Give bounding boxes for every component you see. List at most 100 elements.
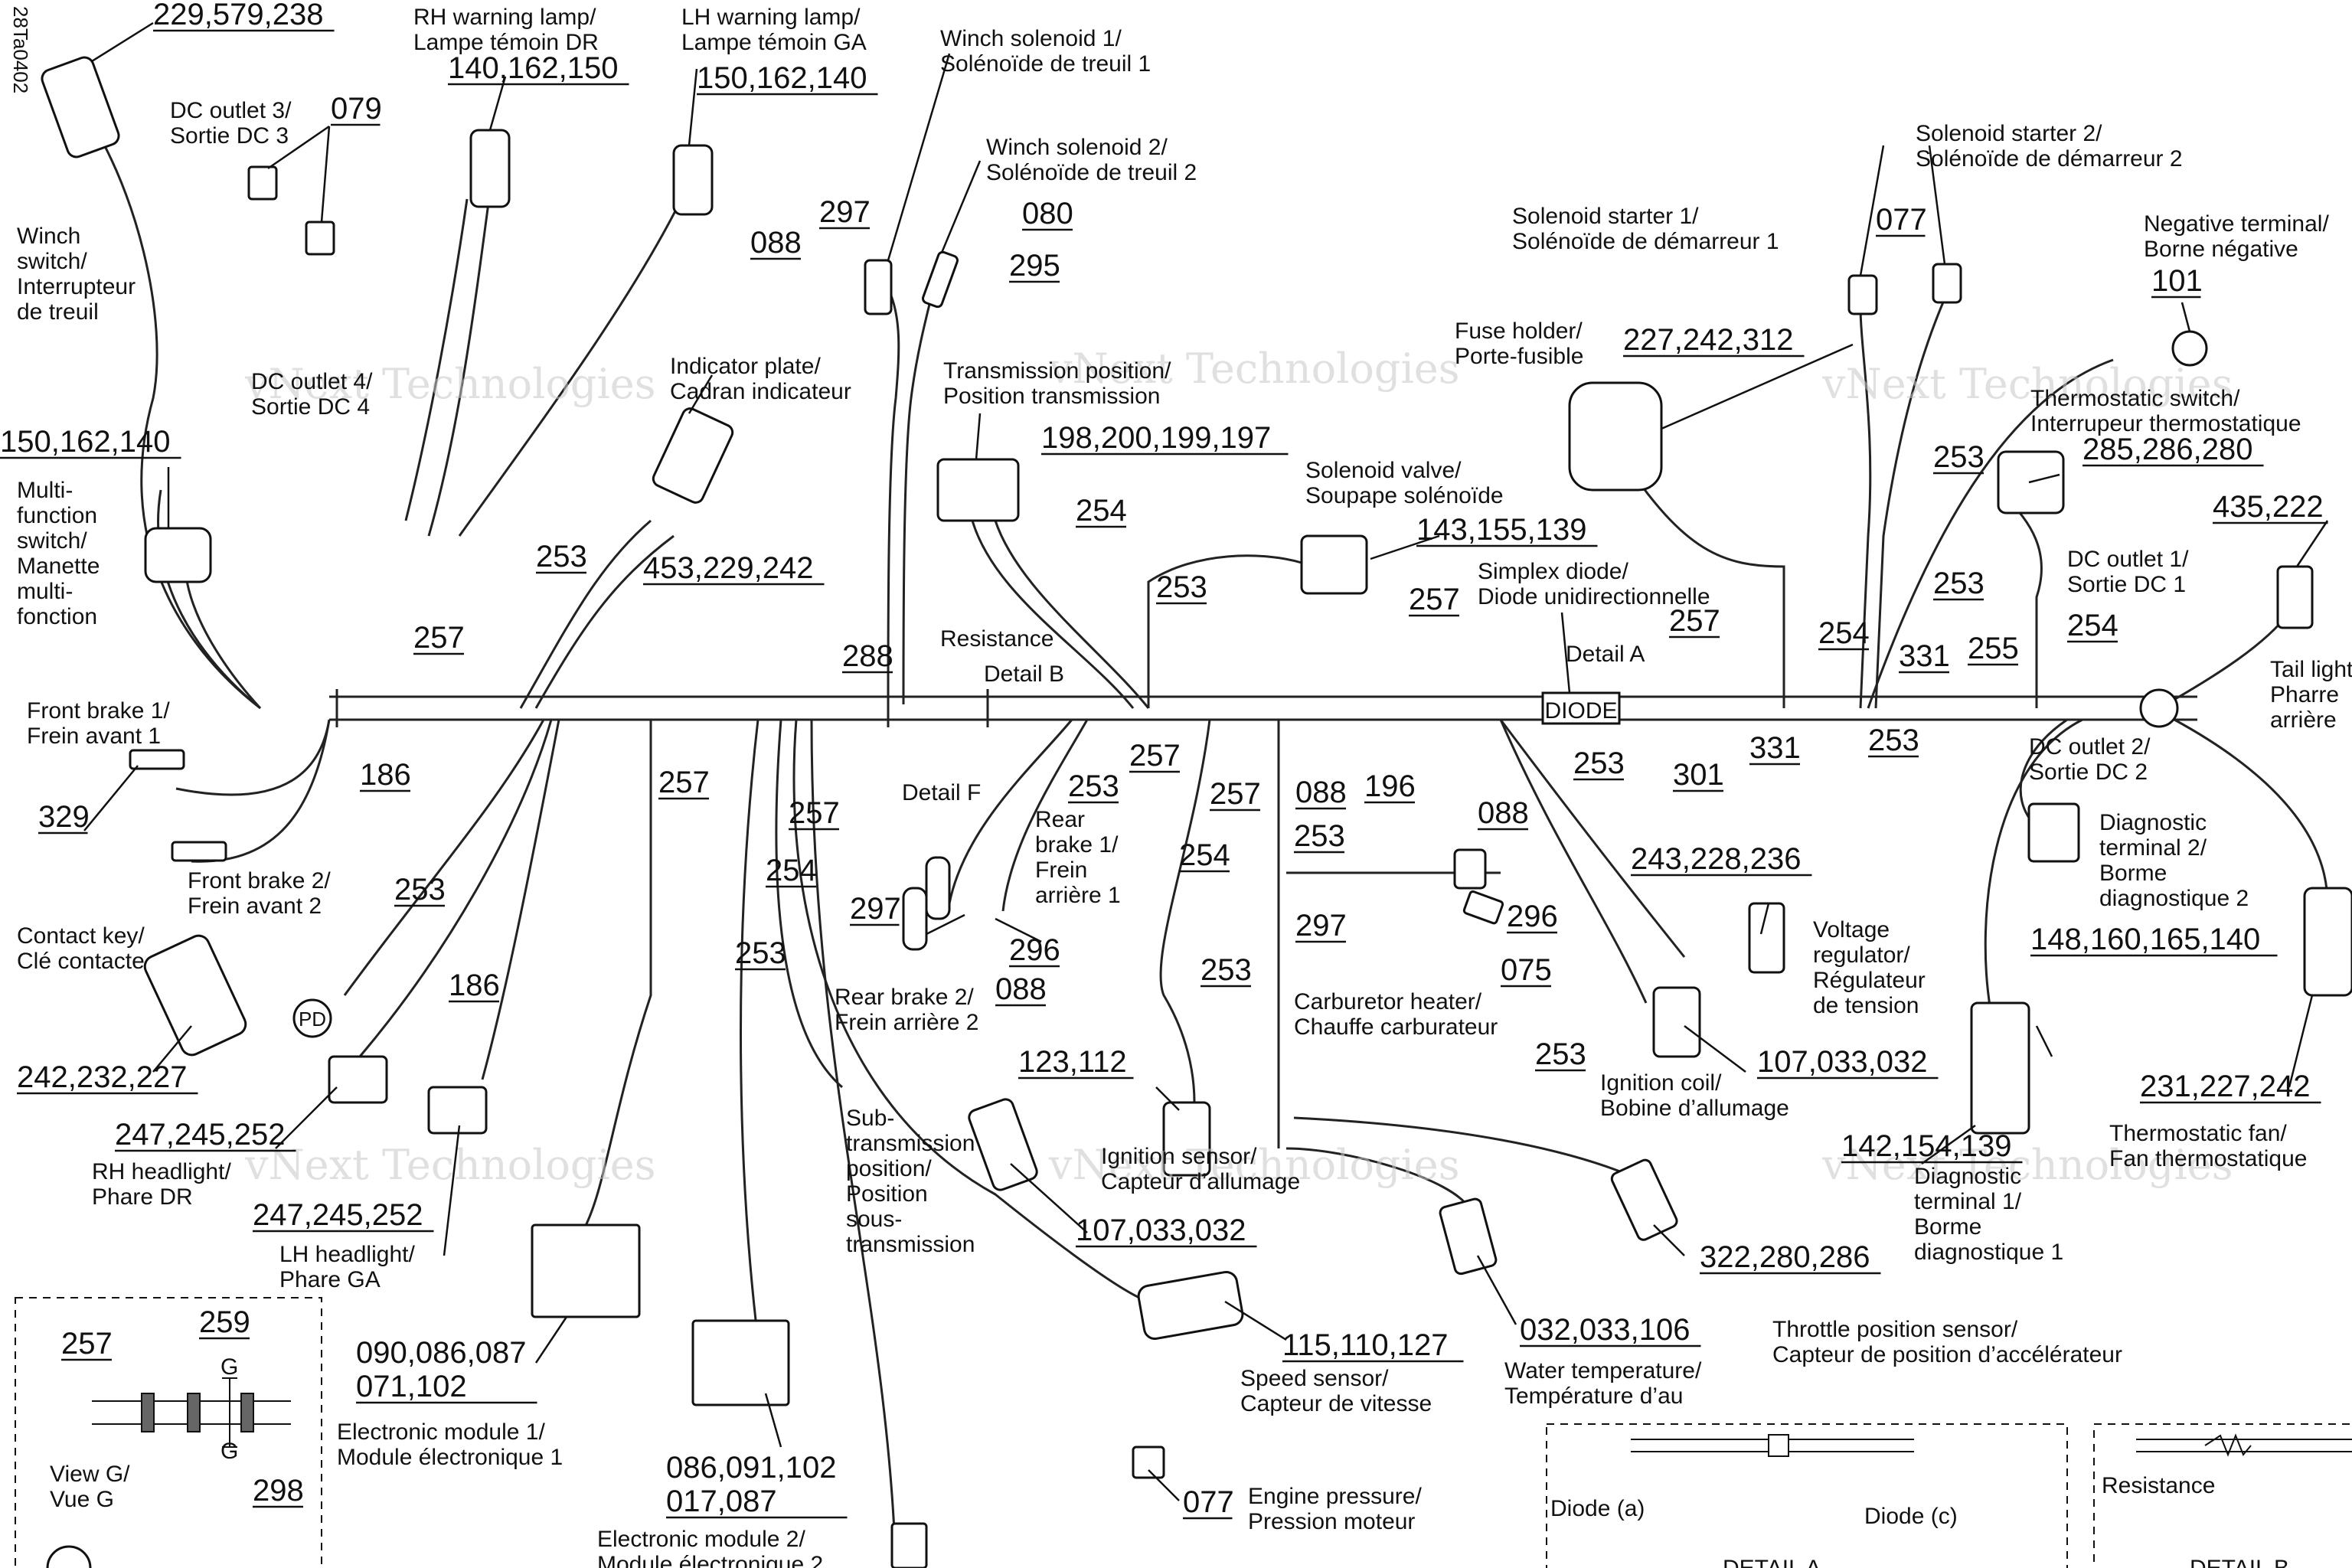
- thermostatic-switch-part-numbers: 285,286,280: [2082, 433, 2252, 466]
- winch-solenoid-1-connector: [864, 259, 893, 315]
- electronic-module-1-connector: [531, 1223, 641, 1318]
- detail-b-inset: [2093, 1423, 2352, 1568]
- electronic-module-2-label: Electronic module 2/Module électronique …: [597, 1527, 823, 1568]
- diagnostic-terminal-1-connector: [1970, 1001, 2030, 1135]
- part-number-257-repeat: 257: [658, 766, 710, 799]
- lh-headlight-connector: [427, 1086, 488, 1135]
- part-number-257: 257: [413, 621, 465, 655]
- winch-switch-connector: [41, 56, 120, 158]
- watermarks: vNext Technologies vNext Technologies vN…: [244, 345, 2233, 1189]
- ignition-sensor-part-numbers: 123,112: [1018, 1045, 1127, 1079]
- part-number-253: 253: [536, 540, 587, 573]
- speed-sensor-connector: [1137, 1270, 1244, 1341]
- transmission-position-label: Transmission position/Position transmiss…: [943, 358, 1171, 409]
- thermostatic-switch-label: Thermostatic switch/Interrupeur thermost…: [2030, 386, 2301, 436]
- part-number-257-repeat: 257: [1210, 777, 1261, 811]
- winch-solenoid-1-label: Winch solenoid 1/Solénoïde de treuil 1: [940, 26, 1151, 77]
- thermostatic-fan-connector: [2303, 887, 2352, 997]
- tail-light-grommet: [2139, 688, 2179, 728]
- solenoid-valve-connector: [1300, 534, 1368, 595]
- dc-outlet-2-connector: [2027, 802, 2080, 863]
- winch-solenoid-2-connector: [922, 250, 959, 309]
- view-g-arrow-bottom: G: [220, 1439, 238, 1464]
- rh-warning-lamp-label: RH warning lamp/Lampe témoin DR: [413, 5, 599, 55]
- view-g-arrow-top: G: [220, 1354, 238, 1380]
- contact-key-part-numbers: 242,232,227: [17, 1060, 187, 1094]
- speed-sensor-part-numbers: 115,110,127: [1282, 1328, 1449, 1362]
- rh-warning-lamp-connector: [469, 129, 511, 208]
- part-number-257-repeat: 257: [789, 796, 840, 830]
- part-number-088-repeat: 088: [1478, 796, 1529, 830]
- pd-badge-label: PD: [299, 1008, 326, 1031]
- rh-warning-lamp-part-numbers: 140,162,150: [448, 51, 618, 85]
- part-number-296: 296: [1507, 900, 1558, 933]
- detail-b-resistance-label: Resistance: [2102, 1473, 2215, 1498]
- diode-a-label: Diode (a): [1550, 1496, 1645, 1521]
- electronic-module-2-lower-connector: [890, 1522, 928, 1568]
- part-number-259: 259: [199, 1305, 250, 1339]
- watermark-3: vNext Technologies: [1821, 360, 2233, 408]
- dc-outlet-3-part-numbers: 079: [331, 92, 382, 126]
- contact-key-label: Contact key/Clé contacte: [17, 923, 145, 974]
- watermark-2: vNext Technologies: [1048, 345, 1459, 393]
- main-trunk: [329, 689, 2197, 727]
- voltage-regulator-part-numbers: 243,228,236: [1631, 842, 1801, 876]
- detail-b-caption: DETAIL B: [2190, 1556, 2289, 1568]
- dc-outlet-1-label: DC outlet 1/Sortie DC 1: [2067, 547, 2189, 597]
- detail-a-label: Detail A: [1566, 642, 1645, 667]
- part-number-257-repeat: 257: [1129, 739, 1181, 773]
- part-number-253-repeat: 253: [1573, 746, 1625, 780]
- rear-brake-2-part-numbers: 297: [850, 892, 901, 926]
- thermostatic-fan-part-numbers: 231,227,242: [2140, 1070, 2310, 1103]
- ignition-coil-label: Ignition coil/Bobine d’allumage: [1600, 1070, 1789, 1121]
- rh-headlight-part-numbers: 247,245,252: [115, 1118, 285, 1152]
- negative-terminal-part-numbers: 101: [2151, 264, 2203, 298]
- part-number-331: 331: [1749, 731, 1801, 765]
- part-number-253-repeat: 253: [1535, 1037, 1586, 1071]
- part-number-253-repeat: 253: [1868, 724, 1919, 757]
- carburetor-heater-connector: [1453, 848, 1487, 890]
- lh-headlight-label: LH headlight/Phare GA: [279, 1242, 415, 1292]
- detail-a-caption: DETAIL A: [1723, 1556, 1821, 1568]
- rh-headlight-label: RH headlight/Phare DR: [92, 1159, 231, 1210]
- part-number-186-repeat: 186: [449, 969, 500, 1002]
- negative-terminal-label: Negative terminal/Borne négative: [2144, 211, 2329, 262]
- lh-warning-lamp-label: LH warning lamp/Lampe témoin GA: [681, 5, 867, 55]
- harness-branches: [75, 99, 2329, 1568]
- throttle-position-sensor-label: Throttle position sensor/Capteur de posi…: [1772, 1317, 2122, 1367]
- throttle-position-sensor-connector: [1610, 1158, 1678, 1241]
- front-brake-2-label: Front brake 2/Frein avant 2: [188, 868, 331, 919]
- carburetor-heater-plug: [1462, 890, 1504, 925]
- solenoid-starter-2-label: Solenoid starter 2/Solénoïde de démarreu…: [1916, 121, 2183, 172]
- connectors: [41, 56, 2352, 1568]
- rear-brake-1-connector: [902, 887, 928, 951]
- detail-f-label: Detail F: [902, 780, 981, 805]
- solenoid-valve-label: Solenoid valve/Soupape solénoïde: [1305, 458, 1504, 508]
- contact-key-connector: [143, 934, 247, 1057]
- ignition-sensor-connector: [1162, 1101, 1211, 1177]
- diagnostic-terminal-1-part-numbers: 142,154,139: [1841, 1129, 2011, 1163]
- indicator-plate-label: Indicator plate/Cadran indicateur: [670, 354, 851, 404]
- transmission-position-part-numbers: 198,200,199,197: [1041, 421, 1271, 455]
- ignition-coil-part-numbers: 107,033,032: [1757, 1045, 1927, 1079]
- voltage-regulator-connector: [1748, 902, 1785, 974]
- part-number-253-repeat: 253: [1933, 567, 1984, 600]
- part-number-253-repeat: 253: [1294, 819, 1345, 853]
- part-number-298: 298: [253, 1474, 304, 1508]
- part-number-253-repeat: 253: [1933, 440, 1984, 474]
- watermark-1: vNext Technologies: [244, 360, 655, 408]
- part-number-080: 080: [1022, 197, 1073, 230]
- winch-solenoid-2-label: Winch solenoid 2/Solénoïde de treuil 2: [986, 135, 1197, 185]
- part-number-088: 088: [750, 226, 802, 260]
- ignition-coil-connector: [1652, 986, 1701, 1058]
- winch-switch-part-numbers: 229,579,238: [153, 0, 323, 31]
- dc-outlet-4-label: DC outlet 4/Sortie DC 4: [251, 369, 373, 420]
- solenoid-starter-1-connector: [1847, 274, 1878, 315]
- thermostatic-fan-label: Thermostatic fan/Fan thermostatique: [2109, 1121, 2307, 1171]
